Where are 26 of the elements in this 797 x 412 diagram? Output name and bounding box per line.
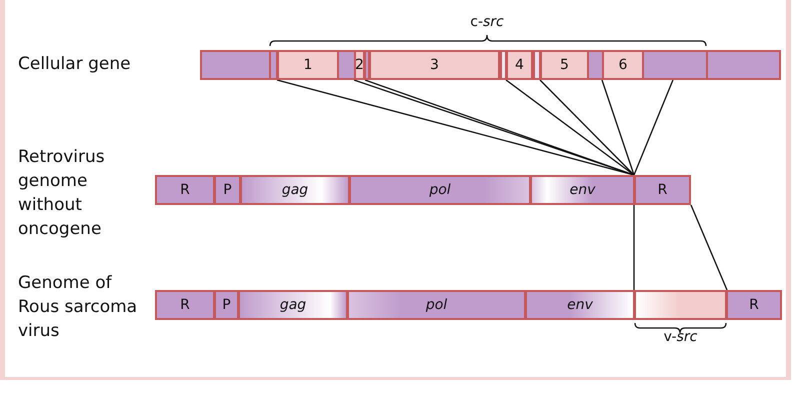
gene-segment: P [214, 290, 239, 320]
connector-line [540, 80, 634, 176]
gene-segment: gag [240, 175, 350, 205]
exon-segment: 4 [506, 50, 533, 80]
row-label: Genome of Rous sarcoma virus [18, 272, 138, 343]
row-label: Cellular gene [18, 53, 132, 76]
exon-segment: 1 [277, 50, 339, 80]
bracket-label: c-src [470, 14, 504, 30]
exon-segment: 6 [602, 50, 644, 80]
bracket-label: v-src [664, 329, 698, 345]
insert-box [634, 290, 727, 320]
gene-segment: pol [349, 175, 531, 205]
gene-segment: env [525, 290, 635, 320]
connector-line [690, 204, 728, 290]
gene-segment: gag [238, 290, 348, 320]
gene-segment: P [214, 175, 241, 205]
connector-line [601, 80, 635, 176]
exon-segment: 5 [540, 50, 589, 80]
gene-segment: env [530, 175, 635, 205]
exon-segment: 2 [354, 50, 365, 80]
row-label: Retrovirus genome without oncogene [18, 146, 106, 241]
connector-line [506, 79, 634, 176]
connector-line [633, 205, 635, 290]
gene-segment: pol [347, 290, 526, 320]
connector-line [633, 80, 674, 176]
exon-segment: 3 [369, 50, 500, 80]
